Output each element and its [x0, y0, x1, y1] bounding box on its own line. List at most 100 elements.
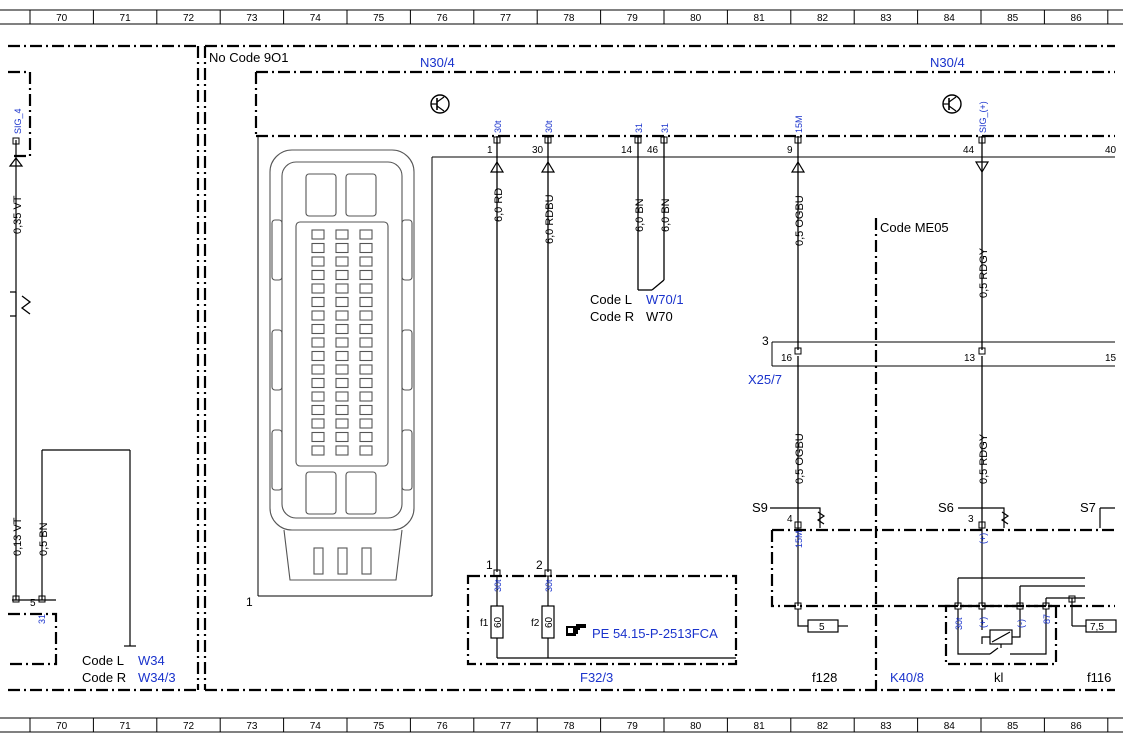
w70-1-link[interactable]: W70/1	[646, 292, 684, 307]
ruler-top-column-78: 78	[563, 13, 575, 24]
ruler-bottom-column-78: 78	[563, 721, 575, 732]
ecu-pin-cavity	[335, 283, 349, 294]
ruler-bottom-column-74: 74	[310, 721, 322, 732]
ruler-top-column-80: 80	[690, 13, 702, 24]
ecu-pin-cavity	[359, 269, 373, 281]
ruler-top-column-81: 81	[754, 13, 766, 24]
wire-label-60bn-1: 6,0 BN	[634, 198, 646, 232]
pin-label-left-31: 31	[37, 614, 47, 624]
ecu-pin-cavity	[311, 337, 325, 348]
hand-pointer-icon[interactable]	[566, 624, 586, 636]
ecu-pin-cavity	[335, 418, 349, 429]
splice-s7	[1099, 507, 1115, 528]
ruler-top-column-70: 70	[56, 13, 68, 24]
ecu-pin-cavity	[311, 296, 325, 308]
k40-pin-plus: (+)	[978, 617, 988, 628]
f32-fuses	[490, 569, 736, 659]
ecu-pin-cavity	[335, 431, 349, 443]
left-section-wiring	[8, 70, 136, 666]
f1-pin-number: 1	[486, 558, 493, 572]
ruler-bottom-column-80: 80	[690, 721, 702, 732]
splice-s9-side: 15M	[794, 530, 804, 548]
x25-pin-16: 16	[781, 353, 793, 364]
ecu-pin-cavity	[311, 310, 325, 321]
splice-s6-label: S6	[938, 500, 954, 515]
ecu-connector-housing	[257, 136, 1115, 597]
wire-label-05bn: 0,5 BN	[38, 522, 50, 556]
wire-label-013vt: 0,13 VT	[12, 517, 24, 556]
splice-s6-side: (+)	[978, 533, 988, 544]
pin-number-46: 46	[647, 145, 659, 156]
f116-value: 7,5	[1090, 622, 1104, 633]
ecu-pin-cavity	[359, 337, 373, 348]
ecu-pin-cavity	[359, 418, 373, 429]
ruler-top-column-85: 85	[1007, 13, 1019, 24]
ecu-pin-cavity	[335, 242, 349, 254]
ruler-top-column-77: 77	[500, 13, 512, 24]
f128-fuse	[794, 602, 848, 633]
x25-label[interactable]: X25/7	[748, 372, 782, 387]
wire-label-035vt: 0,35 VT	[12, 195, 24, 234]
f128-label: f128	[812, 670, 837, 685]
ruler-bottom-column-83: 83	[880, 721, 892, 732]
ecu-pin-cavity	[311, 283, 325, 294]
splice-s9-pin: 4	[787, 514, 793, 525]
wire-label-05ogbu-a: 0,5 OGBU	[794, 195, 806, 246]
pin-top-14: 31	[634, 123, 644, 133]
ruler-top-column-71: 71	[120, 13, 132, 24]
k40-label[interactable]: K40/8	[890, 670, 924, 685]
x25-pin-3: 3	[762, 334, 769, 348]
splice-s6-pin: 3	[968, 514, 974, 525]
pin-number-30: 30	[532, 145, 544, 156]
wire-label-05rdgy-a: 0,5 RDGY	[978, 247, 990, 298]
wire-label-60bn-2: 6,0 BN	[660, 198, 672, 232]
splice-s7-label: S7	[1080, 500, 1096, 515]
splice-s9	[770, 507, 826, 606]
ecu-pin-cavity	[335, 404, 349, 416]
ecu-pin-cavity	[311, 323, 325, 335]
pin-number-44: 44	[963, 145, 975, 156]
code-l-label-w70: Code L	[590, 292, 632, 307]
f116-fuse	[1072, 619, 1117, 633]
w34-link[interactable]: W34	[138, 653, 165, 668]
f32-box-outline	[466, 574, 738, 666]
ruler-top-column-76: 76	[437, 13, 449, 24]
ecu-pin-cavity	[335, 296, 349, 308]
ecu-pin-cavity	[335, 350, 349, 362]
transistor-icon	[430, 94, 450, 114]
w34-3-link[interactable]: W34/3	[138, 670, 176, 685]
ecu-pin-cavity	[311, 256, 325, 267]
pin-number-14: 14	[621, 145, 633, 156]
ecu-pin-cavity	[311, 229, 325, 240]
ruler-bottom-column-85: 85	[1007, 721, 1019, 732]
ecu-pin-cavity	[335, 310, 349, 321]
ruler-bottom-column-86: 86	[1071, 721, 1083, 732]
ecu-pin-cavity	[311, 377, 325, 389]
wire-label-05ogbu-b: 0,5 OGBU	[794, 433, 806, 484]
ruler-bottom-column-71: 71	[120, 721, 132, 732]
kl-label: kl	[994, 670, 1004, 685]
fuse-f1-label: f1	[480, 618, 489, 629]
w70-label: W70	[646, 309, 673, 324]
ruler-bottom-column-79: 79	[627, 721, 639, 732]
ruler-top-column-83: 83	[880, 13, 892, 24]
x25-pin-13: 13	[964, 353, 976, 364]
pin-label-sig4: SIG_4	[13, 108, 23, 134]
ruler-bottom-column-70: 70	[56, 721, 68, 732]
ecu-pin-cavity	[359, 242, 373, 254]
pin-connector-icon	[12, 137, 46, 603]
zone-label: No Code 9O1	[209, 50, 289, 65]
ecu-pin-cavity	[311, 431, 325, 443]
ruler-bottom-column-84: 84	[944, 721, 956, 732]
ecu-pin-cavity	[359, 445, 373, 456]
reference-link[interactable]: PE 54.15-P-2513FCA	[592, 626, 718, 641]
ecu-pin-cavity	[359, 364, 373, 375]
sensor-switch-icon	[10, 291, 32, 317]
x25-pin-15: 15	[1105, 353, 1117, 364]
ecu-pin-cavity	[359, 404, 373, 416]
wire-label-05rdgy-b: 0,5 RDGY	[978, 433, 990, 484]
signal-arrow-icon	[489, 160, 990, 174]
ruler-bottom-column-75: 75	[373, 721, 385, 732]
f32-label[interactable]: F32/3	[580, 670, 613, 685]
